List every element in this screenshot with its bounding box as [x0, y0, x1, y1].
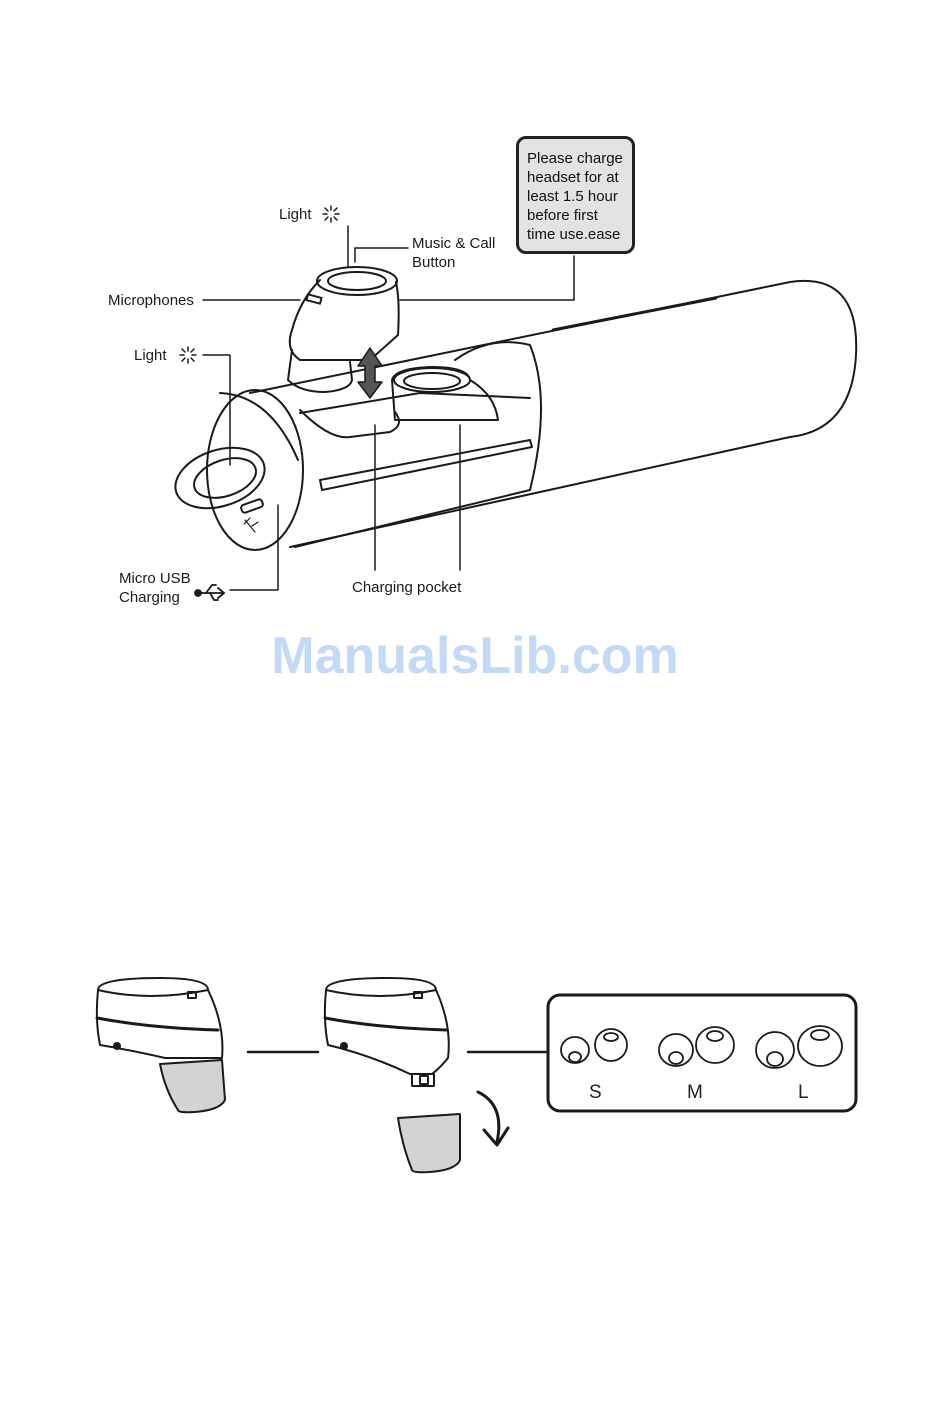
eartip-size-m: M: [687, 1082, 703, 1104]
microphones-label: Microphones: [108, 291, 194, 310]
light-label-case: Light: [134, 346, 167, 365]
light-label-top: Light: [279, 205, 312, 224]
earbud-with-tip-illustration: [97, 978, 225, 1112]
micro-usb-charging-label: Micro USB Charging: [119, 569, 201, 607]
callout-lines: [203, 226, 574, 590]
charging-case-illustration: [168, 281, 857, 550]
earbud-without-tip-illustration: [325, 978, 508, 1172]
charge-note-box: Please charge headset for at least 1.5 h…: [516, 136, 635, 254]
usb-case-icon: [244, 518, 258, 532]
watermark-text: ManualsLib.com: [0, 626, 950, 686]
eartip-size-s: S: [589, 1082, 602, 1104]
eartip-size-l: L: [798, 1082, 809, 1104]
eartip-size-icons: [561, 1026, 842, 1068]
charging-pocket-label: Charging pocket: [352, 578, 461, 597]
music-call-button-label: Music & Call Button: [412, 234, 512, 272]
